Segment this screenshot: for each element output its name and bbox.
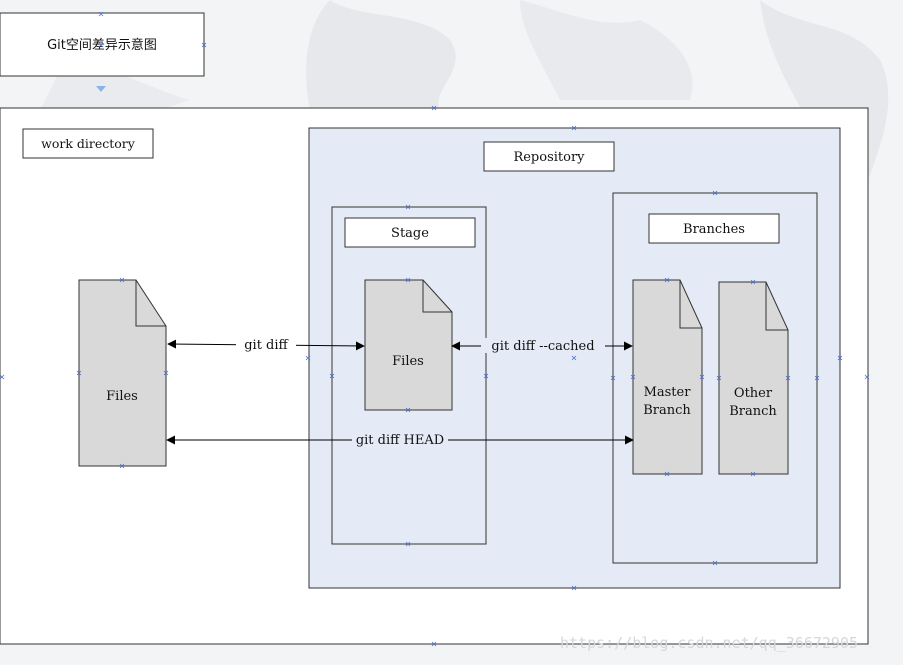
master-branch-document[interactable]: Master Branch bbox=[632, 279, 703, 475]
work-directory-files-label: Files bbox=[106, 389, 138, 404]
watermark: https://blog.csdn.net/qq_36672905 bbox=[560, 634, 859, 652]
git-diff-arrow[interactable]: git diff bbox=[167, 337, 365, 353]
master-branch-line2: Branch bbox=[643, 403, 691, 418]
git-diff-label: git diff bbox=[244, 338, 289, 353]
other-branch-document[interactable]: Other Branch bbox=[718, 281, 789, 475]
other-branch-line1: Other bbox=[734, 386, 773, 401]
work-directory-label-box: work directory bbox=[22, 128, 154, 159]
git-diff-head-arrow[interactable]: git diff HEAD bbox=[166, 432, 634, 448]
connection-points bbox=[0, 11, 870, 647]
master-branch-line1: Master bbox=[644, 385, 692, 400]
stage-label: Stage bbox=[391, 226, 429, 241]
other-branch-line2: Branch bbox=[729, 404, 777, 419]
git-diff-cached-arrow[interactable]: git diff --cached bbox=[451, 338, 633, 354]
title-text: Git空间差异示意图 bbox=[47, 37, 157, 53]
work-directory-label: work directory bbox=[41, 136, 136, 151]
branches-label: Branches bbox=[683, 222, 745, 237]
work-directory-files-document[interactable]: Files bbox=[78, 279, 167, 467]
git-diff-cached-label: git diff --cached bbox=[491, 339, 594, 354]
stage-files-label: Files bbox=[392, 354, 424, 369]
git-diff-head-label: git diff HEAD bbox=[356, 433, 444, 448]
selection-handle-icon bbox=[96, 86, 106, 92]
stage-files-document[interactable]: Files bbox=[364, 279, 453, 411]
repository-label: Repository bbox=[513, 150, 585, 165]
